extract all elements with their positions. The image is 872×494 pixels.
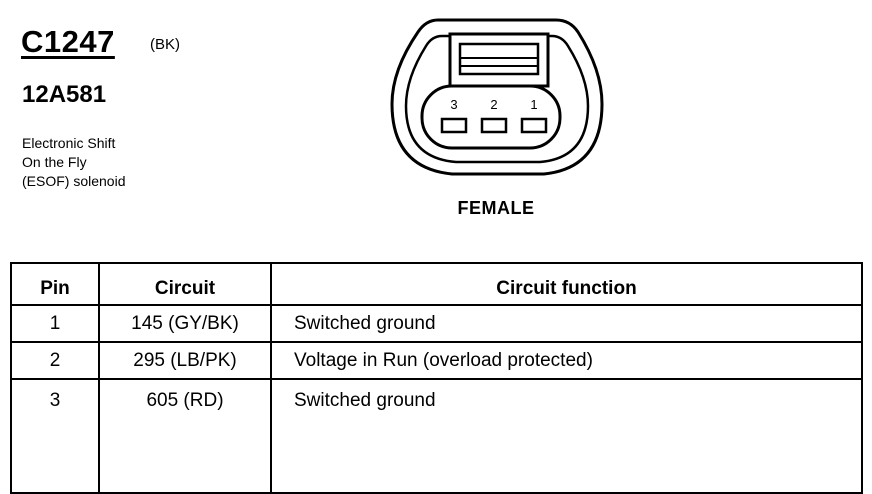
table-row: 3 605 (RD) Switched ground xyxy=(10,379,863,493)
header-circuit: Circuit xyxy=(98,263,272,306)
connector-gender-label: FEMALE xyxy=(457,198,535,218)
connector-face-diagram: 3 2 1 xyxy=(390,18,604,176)
pin-circuit-table: Pin Circuit Circuit function 1 145 (GY/B… xyxy=(10,262,863,494)
locking-tab xyxy=(448,32,550,88)
part-number: 12A581 xyxy=(22,81,107,108)
description-line: Electronic Shift xyxy=(22,135,116,151)
function-cell: Switched ground xyxy=(270,379,863,493)
cavity-label-1: 1 xyxy=(530,97,537,112)
circuit-cell: 145 (GY/BK) xyxy=(98,305,272,343)
circuit-cell: 295 (LB/PK) xyxy=(98,342,272,380)
pin-cell: 3 xyxy=(10,379,100,493)
header-circuit-function: Circuit function xyxy=(270,263,863,306)
connector-id: C1247 xyxy=(21,24,115,59)
function-cell: Switched ground xyxy=(270,305,863,343)
description-line: (ESOF) solenoid xyxy=(22,173,126,189)
description-line: On the Fly xyxy=(22,154,87,170)
connector-color-code: (BK) xyxy=(150,36,180,53)
table-row: 1 145 (GY/BK) Switched ground xyxy=(10,305,863,343)
circuit-cell: 605 (RD) xyxy=(98,379,272,493)
table-row: 2 295 (LB/PK) Voltage in Run (overload p… xyxy=(10,342,863,380)
terminal-face xyxy=(420,84,562,150)
table-header-row: Pin Circuit Circuit function xyxy=(10,263,863,306)
connector-inner-shell xyxy=(404,34,590,164)
cavity-label-3: 3 xyxy=(450,97,457,112)
terminal-cavity-3 xyxy=(440,117,468,134)
terminal-cavity-2 xyxy=(480,117,508,134)
pin-cell: 2 xyxy=(10,342,100,380)
pin-cell: 1 xyxy=(10,305,100,343)
cavity-label-2: 2 xyxy=(490,97,497,112)
header-pin: Pin xyxy=(10,263,100,306)
connector-outer-shell xyxy=(390,18,604,176)
terminal-cavity-1 xyxy=(520,117,548,134)
function-cell: Voltage in Run (overload protected) xyxy=(270,342,863,380)
component-description: Electronic Shift On the Fly (ESOF) solen… xyxy=(22,134,125,191)
